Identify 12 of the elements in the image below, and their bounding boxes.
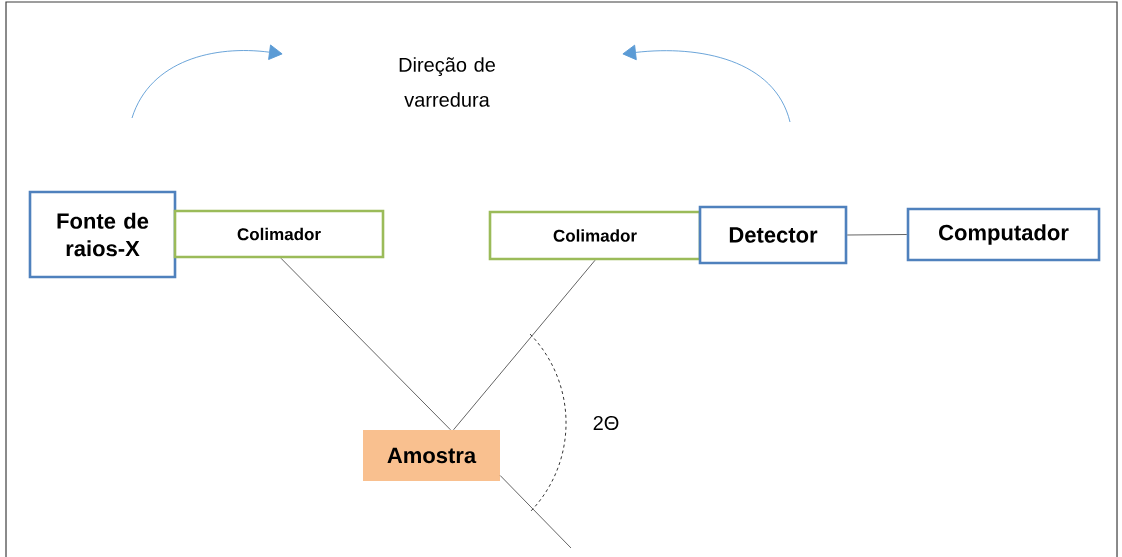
device-box: Computador <box>906 207 1101 262</box>
sample-box: Amostra <box>363 430 500 481</box>
device-box: Detector <box>698 205 848 265</box>
connector-line <box>499 475 572 549</box>
scan-direction-label: Direção de varredura <box>399 57 495 107</box>
connector-line <box>280 257 451 431</box>
angle-label: 2Θ <box>593 415 619 431</box>
collimator-box: Colimador <box>173 209 385 259</box>
device-box: Fonte de raios-X <box>28 190 177 279</box>
collimator-box: Colimador <box>488 210 702 261</box>
connector-line <box>846 234 908 236</box>
connector-line <box>453 259 596 431</box>
